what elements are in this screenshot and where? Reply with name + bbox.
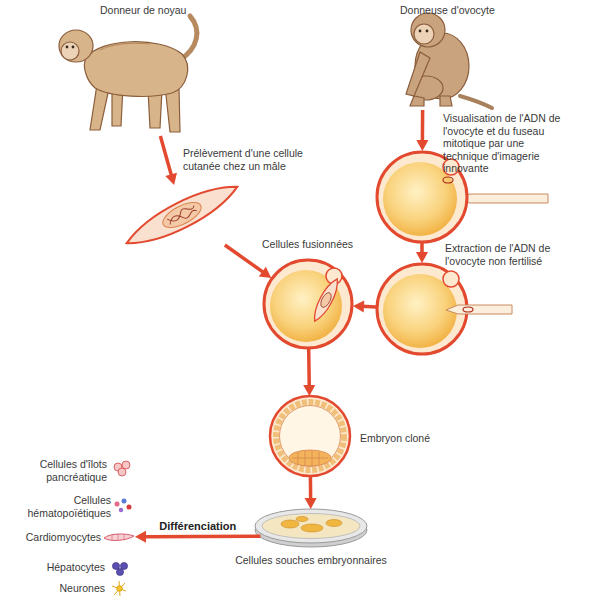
arrow-line — [144, 534, 261, 538]
enucleated-oocyte — [377, 264, 512, 354]
cloned-embryo: Embryon cloné — [270, 396, 350, 476]
arrow-head — [416, 252, 428, 263]
cell-type: Neurones — [15, 580, 135, 596]
skin-cell-sample: Prélèvement d'une cellule cutanée chez u… — [125, 185, 240, 245]
node-text: Cellules souches embryonnaires — [205, 554, 417, 567]
cardio-icon — [104, 534, 134, 541]
flow-arrow — [353, 300, 376, 312]
arrow-line — [307, 349, 311, 387]
female-monkey — [406, 13, 492, 108]
cell-type: Hépatocytes — [15, 559, 135, 575]
node-text: Cellules d'îlots pancréatique — [15, 458, 107, 483]
flow-arrow — [305, 476, 317, 509]
arrow-head — [416, 140, 428, 151]
blood-icon — [115, 499, 132, 513]
node-text: Cellules hématopoïétiques — [15, 494, 111, 519]
arrow-line — [420, 243, 424, 254]
flow-arrow — [303, 349, 315, 396]
cell-type: Cellules d'îlots pancréatique — [15, 456, 135, 484]
pancreatic-icon — [114, 461, 130, 476]
arrow-line — [225, 245, 264, 273]
node-text: Extraction de l'ADN de l'ovocyte non fer… — [445, 242, 555, 267]
arrow-head — [165, 173, 177, 185]
oocyte-imaging: Visualisation de l'ADN de l'ovocyte et d… — [376, 151, 468, 243]
fused-cell — [264, 260, 352, 348]
node-text: Donneuse d'ovocyte — [400, 4, 510, 17]
flow-arrow — [416, 110, 428, 151]
culture-dish — [255, 509, 367, 547]
neuron-icon — [112, 581, 126, 596]
arrow-head — [305, 498, 317, 509]
stem-cell-dish: Cellules souches embryonnaires — [255, 509, 367, 547]
arrow-head — [303, 385, 315, 396]
male-monkey — [59, 16, 197, 132]
node-text: Cardiomyocytes — [15, 531, 101, 544]
node-text: Neurones — [15, 582, 105, 595]
cell-type: Cellules hématopoïétiques — [15, 493, 135, 521]
arrow-line — [362, 305, 376, 309]
nucleus-donor: Donneur de noyau — [55, 4, 215, 136]
node-text: Hépatocytes — [15, 561, 105, 574]
node-text: Visualisation de l'ADN de l'ovocyte et d… — [443, 112, 563, 175]
oocyte-enucleation: Extraction de l'ADN de l'ovocyte non fer… — [376, 263, 468, 355]
node-text: Embryon cloné — [360, 432, 480, 445]
flow-arrow — [416, 243, 428, 263]
oocyte-donor: Donneuse d'ovocyte — [380, 4, 510, 110]
fused-cells: Cellules fusionnées — [263, 259, 353, 349]
skin-cell — [121, 175, 243, 254]
cell-type: Cardiomyocytes — [15, 529, 135, 545]
arrow-line — [309, 476, 313, 500]
node-text: Donneur de noyau — [100, 4, 215, 17]
arrow-head — [353, 300, 364, 312]
flow-arrow — [160, 136, 177, 185]
arrow-head — [259, 267, 271, 278]
node-text: Prélèvement d'une cellule cutanée chez u… — [183, 147, 323, 172]
arrow-head — [135, 531, 146, 543]
arrow-line — [160, 136, 171, 177]
liver-icon — [112, 562, 127, 575]
arrow-line — [421, 110, 425, 142]
edge-label: Différenciation — [159, 520, 236, 532]
blastocyst — [270, 396, 350, 476]
node-text: Cellules fusionnées — [262, 238, 392, 251]
